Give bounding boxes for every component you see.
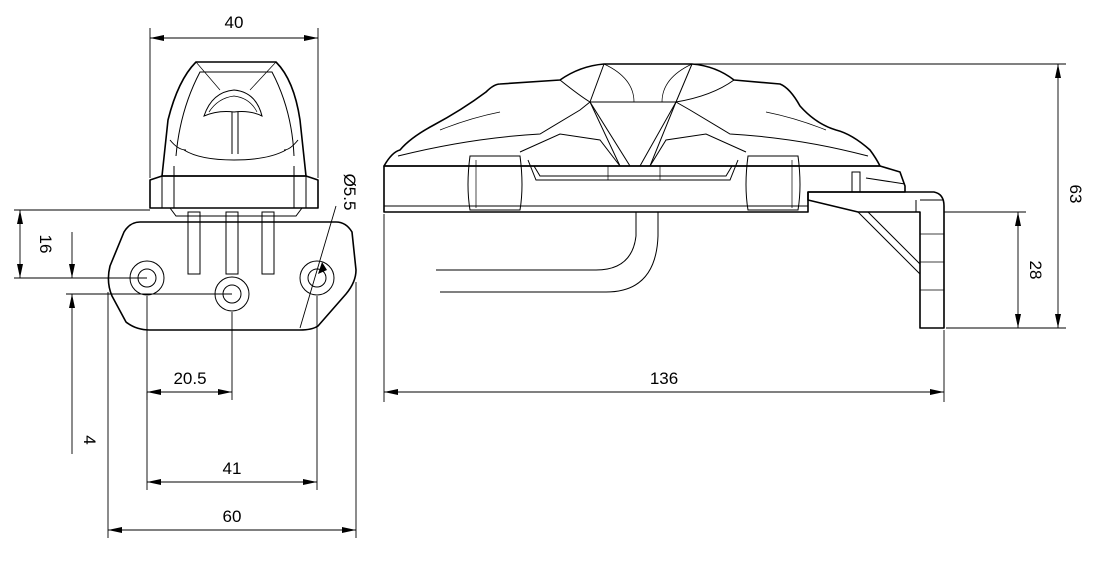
dim-16: 16 (36, 235, 55, 254)
dim-136: 136 (650, 369, 678, 388)
dimension-lines (14, 28, 1066, 538)
front-view (107, 61, 357, 331)
dim-40: 40 (225, 13, 244, 32)
dim-28: 28 (1026, 261, 1045, 280)
dim-4: 4 (80, 435, 99, 444)
dim-63: 63 (1066, 185, 1085, 204)
dim-20-5: 20.5 (173, 369, 206, 388)
dim-hole-diameter: Ø5.5 (340, 174, 359, 211)
dim-60: 60 (223, 507, 242, 526)
side-view (383, 63, 945, 329)
dim-41: 41 (223, 459, 242, 478)
